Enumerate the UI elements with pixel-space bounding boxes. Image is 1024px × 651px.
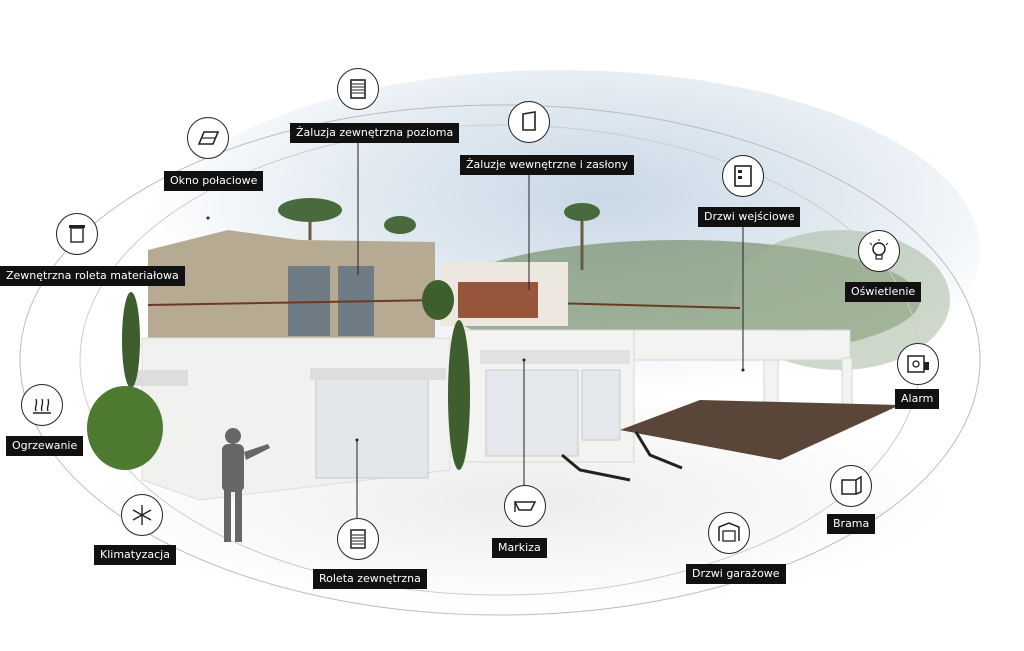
label-heating[interactable]: Ogrzewanie [6, 436, 84, 456]
gate-icon[interactable] [830, 465, 872, 507]
upper-window-left [288, 266, 330, 336]
carport-roof [633, 329, 851, 361]
person-silhouette [222, 428, 270, 542]
garage-door-icon[interactable] [708, 512, 750, 554]
cypress-left [122, 292, 140, 388]
label-int-blind[interactable]: Żaluzje wewnętrzne i zasłony [460, 155, 634, 175]
awning-box [480, 350, 630, 364]
label-aircon[interactable]: Klimatyzacja [94, 545, 176, 565]
interior-blind-icon[interactable] [508, 101, 550, 143]
orbit-outer [19, 104, 981, 616]
label-lighting[interactable]: Oświetlenie [845, 282, 922, 302]
label-gate[interactable]: Brama [827, 514, 876, 534]
palm-crown-right [564, 203, 600, 221]
label-skylight[interactable]: Okno połaciowe [164, 171, 264, 191]
central-shutter-right [581, 369, 621, 441]
label-ext-blind[interactable]: Żaluzja zewnętrzna pozioma [290, 123, 460, 143]
leader-dot-front-door [741, 368, 745, 372]
label-garage[interactable]: Drzwi garażowe [686, 564, 786, 584]
leader-dot-roller-shutter [355, 438, 359, 442]
palm-crown-mid [384, 216, 416, 234]
garage-canopy [310, 368, 446, 380]
alarm-icon[interactable] [897, 343, 939, 385]
wooden-deck [620, 400, 900, 460]
central-shutter-left [485, 369, 579, 457]
garage-shutter [315, 377, 429, 479]
skylight-window-icon[interactable] [187, 117, 229, 159]
deck-chair-1 [561, 453, 631, 482]
label-roller-shutter[interactable]: Roleta zewnętrzna [313, 569, 427, 589]
left-canopy [128, 370, 188, 386]
heating-icon[interactable] [21, 384, 63, 426]
label-awning[interactable]: Markiza [492, 538, 547, 558]
snowflake-icon[interactable] [121, 494, 163, 536]
cypress-middle [448, 320, 470, 470]
palm-crown-left [278, 198, 342, 222]
deck-chair-2 [634, 431, 683, 470]
label-alarm[interactable]: Alarm [895, 389, 940, 409]
front-door-icon[interactable] [722, 155, 764, 197]
shrub-left [87, 386, 163, 470]
leader-dot-skylight [206, 216, 210, 220]
potted-tree [422, 280, 454, 320]
fabric-roller-blind-icon[interactable] [56, 213, 98, 255]
lightbulb-icon[interactable] [858, 230, 900, 272]
label-front-door[interactable]: Drzwi wejściowe [698, 207, 801, 227]
rear-pergola [458, 282, 538, 318]
roller-shutter-icon[interactable] [337, 518, 379, 560]
label-fabric-roller[interactable]: Zewnętrzna roleta materiałowa [0, 266, 185, 286]
awning-icon[interactable] [504, 485, 546, 527]
horizontal-blind-icon[interactable] [337, 68, 379, 110]
leader-dot-awning [522, 358, 526, 362]
